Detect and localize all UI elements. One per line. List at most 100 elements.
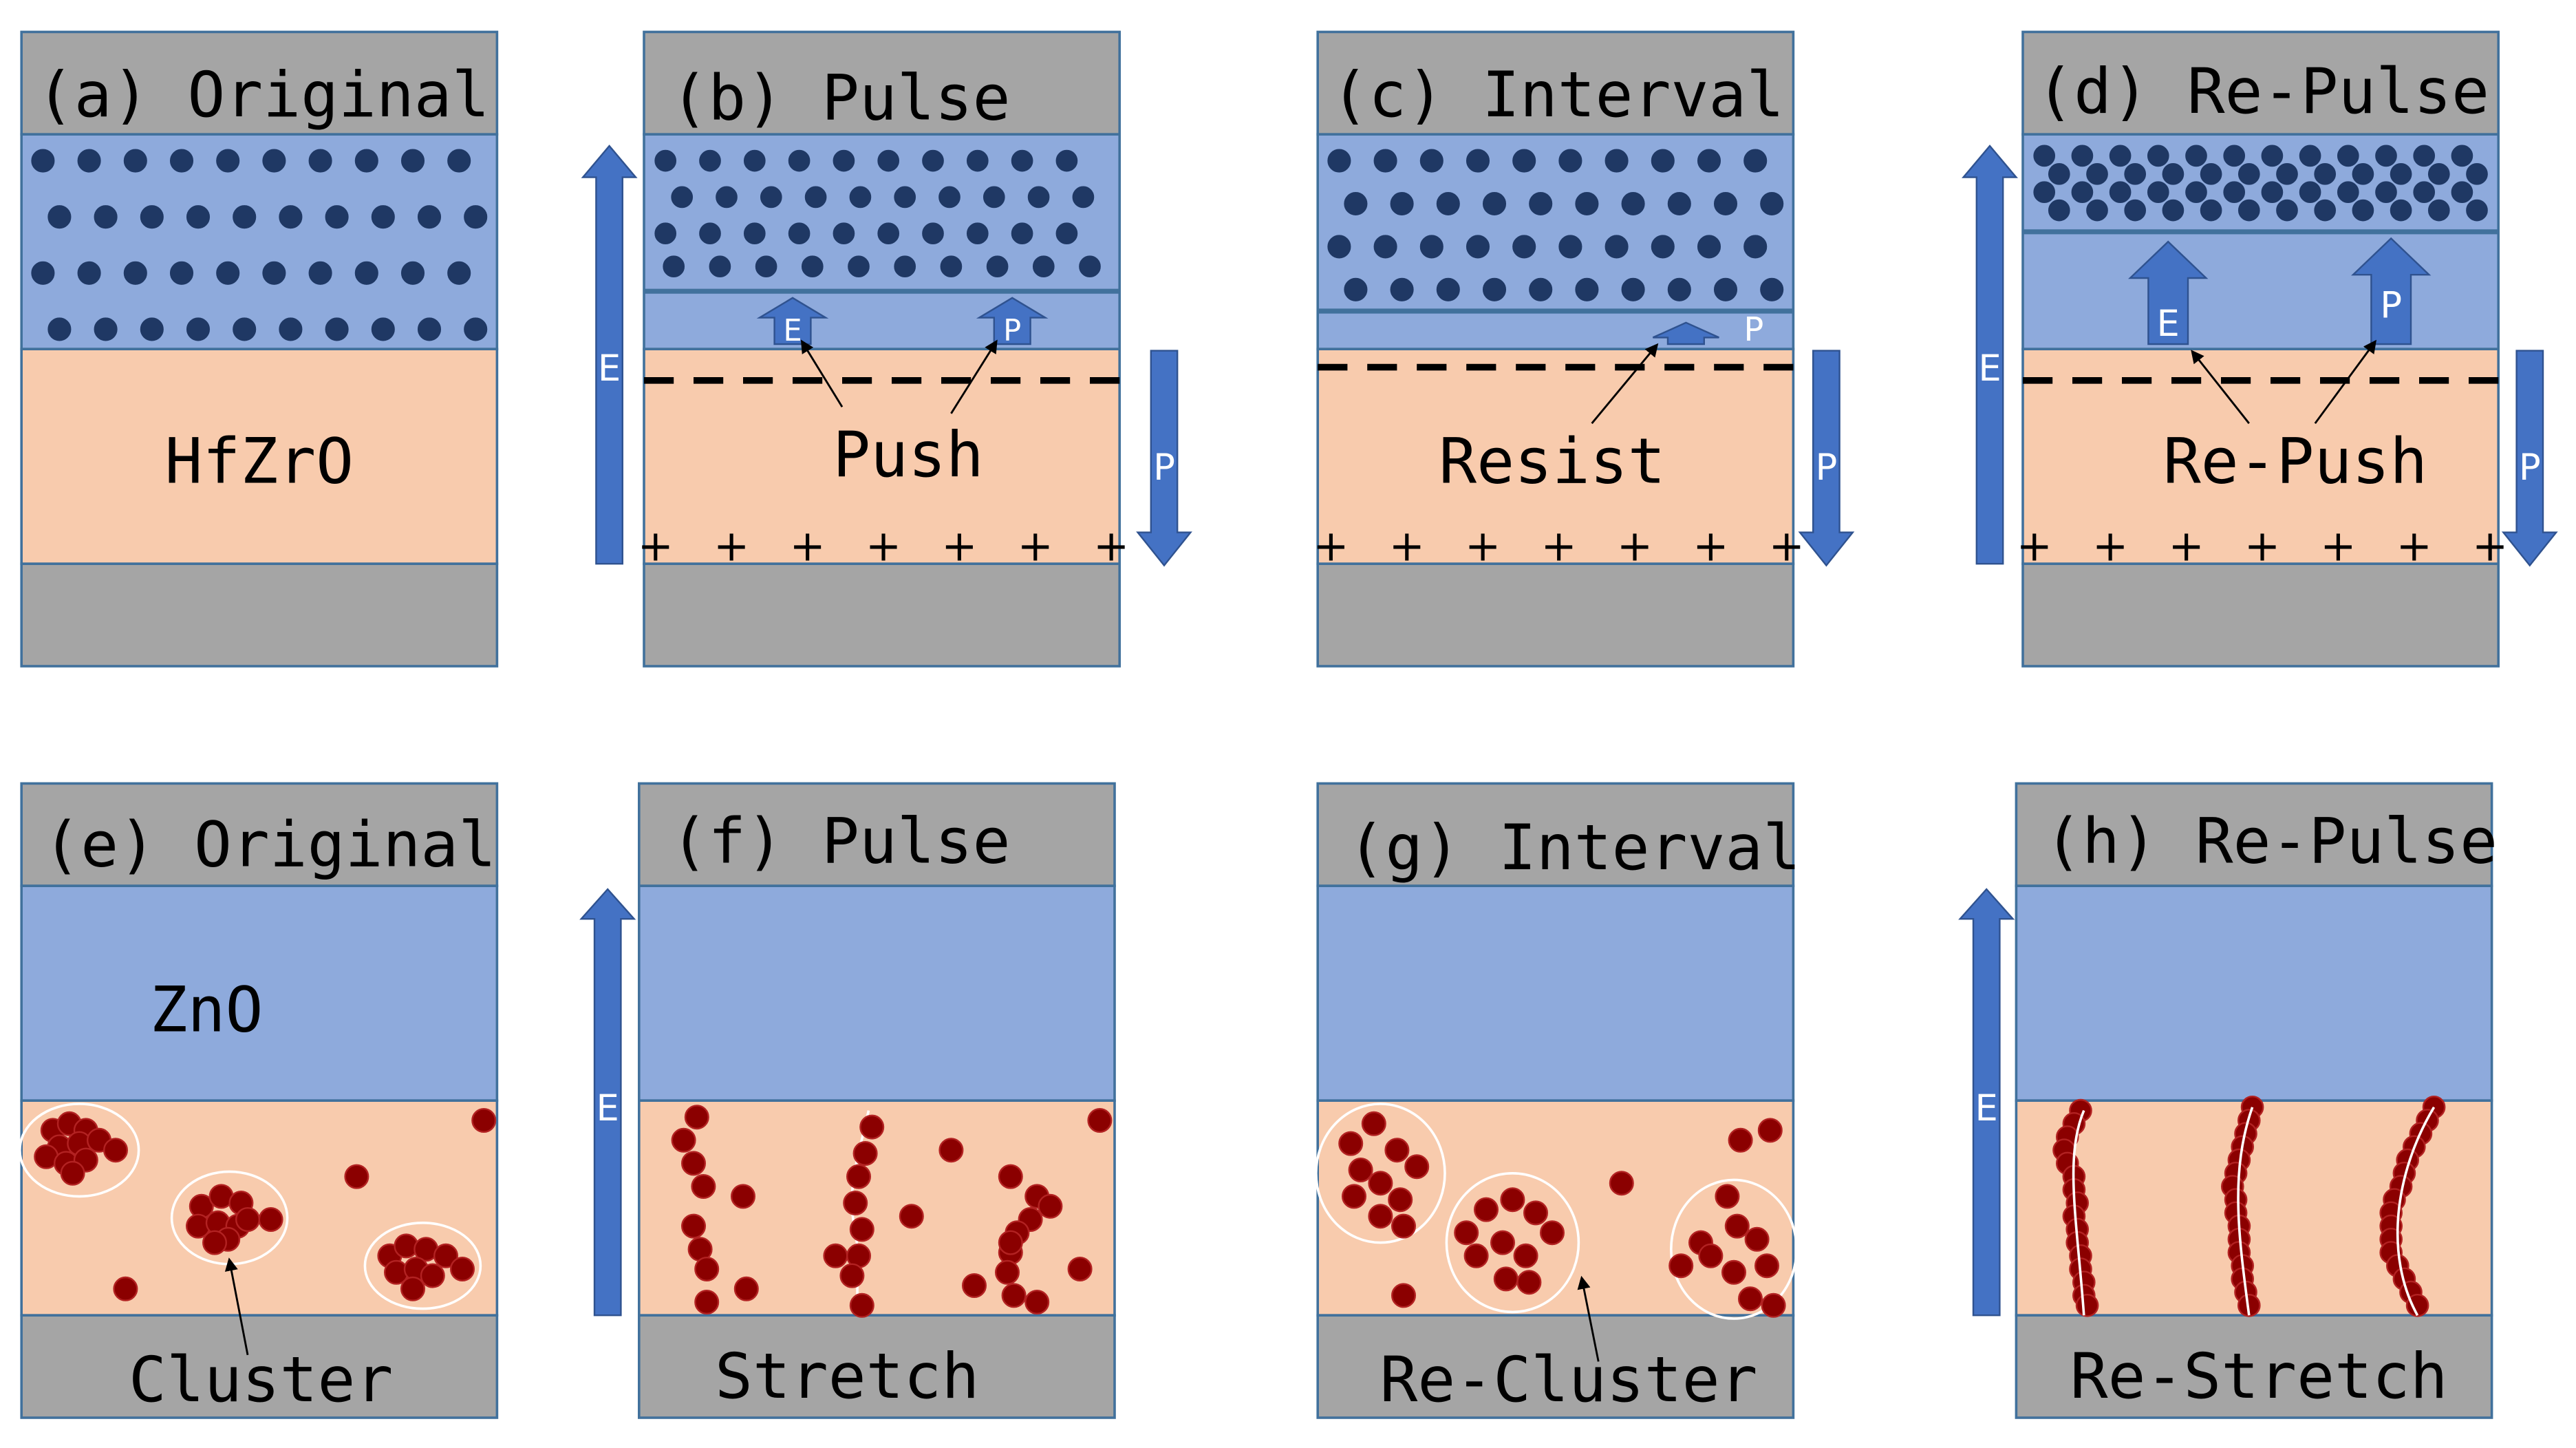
vacancy-dot (1713, 276, 1739, 303)
vacancy-dot (2297, 180, 2323, 204)
oxygen-ion-dot (849, 1217, 874, 1242)
pointer-line (1577, 1275, 1600, 1362)
vacancy-dot (892, 184, 917, 210)
vacancy-dot (1759, 276, 1785, 303)
vacancy-dot (1742, 233, 1769, 260)
bottom-electrode (643, 562, 1121, 668)
vacancy-dot (215, 147, 242, 174)
oxygen-ion-dots (671, 1105, 1113, 1318)
oxygen-ion-dot (733, 1276, 759, 1301)
panel-f: (f) Pulse Stretch (637, 782, 1116, 1419)
oxygen-ion-dot (1721, 1259, 1746, 1285)
oxygen-ion-dot (962, 1273, 987, 1298)
oxygen-ion-dot (258, 1207, 283, 1232)
vacancy-dot (2123, 162, 2147, 187)
vacancy-dot (1620, 276, 1646, 303)
vacancy-dot (2107, 143, 2133, 169)
vacancy-dot (938, 254, 964, 279)
vacancy-dot (46, 316, 73, 343)
vacancy-dot (307, 147, 334, 174)
pointer-line (1591, 343, 1659, 425)
vacancy-dot (2465, 198, 2489, 223)
oxygen-ion-dot (2237, 1294, 2261, 1317)
oxygen-ion-dot (1540, 1220, 1565, 1246)
vacancy-dot (2047, 198, 2072, 223)
vacancy-dot (462, 204, 489, 231)
vacancy-dot (122, 259, 149, 286)
positive-charge: + (1617, 520, 1653, 571)
hfzro-layer (20, 348, 499, 565)
vacancy-dot (2412, 180, 2436, 204)
panel-g: (g) Interval Re-Cluster (1314, 782, 1801, 1419)
vacancy-dot (169, 259, 195, 286)
vacancy-dot (231, 204, 258, 231)
oxygen-ion-dots (1338, 1111, 1786, 1318)
vacancy-dot (2412, 143, 2436, 169)
vacancy-dot (2222, 143, 2246, 169)
oxygen-ion-dot (1698, 1243, 1724, 1268)
zno-layer (637, 884, 1116, 1102)
oxygen-ion-dot (1728, 1127, 1753, 1153)
vacancy-dot (46, 204, 73, 231)
vacancy-dot (1326, 147, 1353, 174)
vacancy-dot (215, 259, 242, 286)
p-force-arrow (1652, 321, 1719, 345)
vacancy-dot (2275, 162, 2299, 187)
vacancy-dot (1435, 191, 1461, 217)
vacancy-dot (446, 147, 473, 174)
vacancy-dot (92, 204, 119, 231)
panel-title: (e) Original (43, 807, 496, 881)
oxygen-ion-dot (684, 1105, 709, 1130)
positive-charge: + (1018, 520, 1053, 571)
oxygen-ion-dot (1490, 1230, 1515, 1255)
vacancy-dot (1009, 148, 1035, 173)
oxygen-ion-dot (1001, 1283, 1027, 1308)
vacancy-dot (353, 259, 380, 286)
vacancy-dot (921, 221, 945, 246)
vacancy-dot (982, 184, 1007, 210)
cluster-ring (1314, 1103, 1798, 1320)
vacancy-dot (2184, 143, 2209, 169)
vacancy-dot (2085, 162, 2110, 187)
positive-charges: +++++++ (638, 520, 1130, 571)
vacancy-dot (846, 254, 871, 279)
vacancy-dot (76, 259, 103, 286)
e-field-arrow (581, 145, 638, 565)
bottom-electrode (1316, 1314, 1795, 1419)
oxygen-ion-dot (1500, 1187, 1525, 1213)
positive-charge: + (1313, 520, 1349, 571)
oxygen-ion-dot (1754, 1253, 1779, 1279)
vacancy-dot (2146, 143, 2171, 169)
vacancy-dot (1054, 148, 1080, 173)
oxygen-ion-dot (103, 1138, 128, 1163)
vacancy-dot (786, 221, 812, 246)
positive-charges: +++++++ (1313, 520, 1805, 571)
vacancy-dot (2146, 180, 2171, 204)
vacancy-dot (707, 254, 733, 279)
oxygen-ion-dot (694, 1289, 720, 1314)
positive-charge: + (1541, 520, 1576, 571)
oxygen-ion-dot (60, 1160, 85, 1186)
vacancy-dot (2427, 198, 2451, 223)
positive-charge: + (789, 520, 825, 571)
vacancy-dot (1557, 147, 1584, 174)
oxygen-ion-dot (235, 1207, 260, 1232)
positive-charge: + (1465, 520, 1501, 571)
vacancy-dot (2336, 180, 2361, 204)
oxygen-ion-dot (433, 1243, 458, 1268)
oxygen-ion-dot (1474, 1197, 1499, 1222)
vacancy-dot (1342, 191, 1369, 217)
vacancy-dot (2085, 198, 2110, 223)
vacancy-dot (1511, 233, 1538, 260)
oxygen-ion-dot (1338, 1131, 1364, 1156)
resist-label: Resist (1439, 425, 1665, 498)
panel-c: (c) Interval P Resist +++++++ (1313, 30, 1805, 668)
vacancy-dot (2047, 162, 2072, 187)
oxygen-ion-dot (1404, 1154, 1430, 1180)
vacancy-dot (669, 184, 694, 210)
vacancy-dot (2184, 180, 2209, 204)
positive-charge: + (1389, 520, 1425, 571)
vacancy-dot (1481, 191, 1507, 217)
p-polarization-arrow (2501, 350, 2558, 567)
